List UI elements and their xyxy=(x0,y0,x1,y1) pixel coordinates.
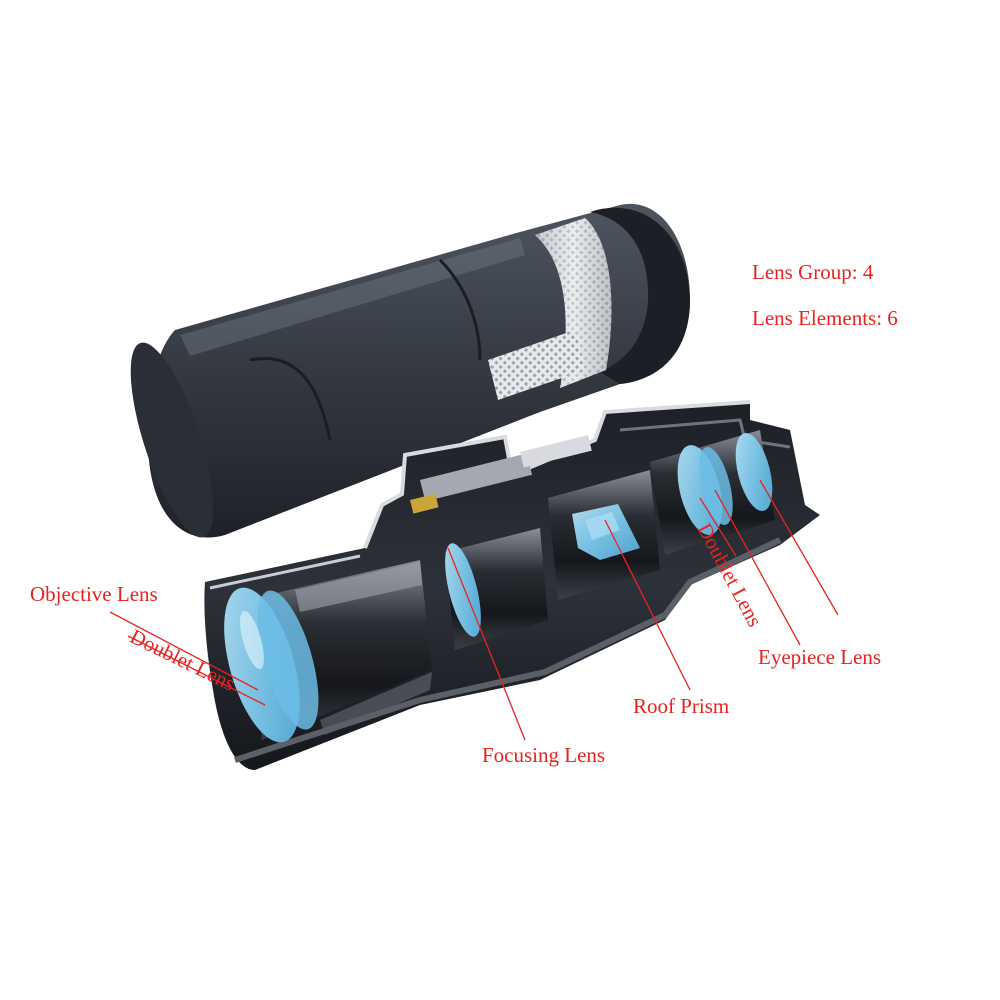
leader-focusing-lens xyxy=(447,547,526,741)
leader-eyepiece-lens-1 xyxy=(714,489,801,646)
leader-roof-prism xyxy=(604,519,691,691)
leader-lines xyxy=(109,479,839,741)
leader-doublet-lens-rear xyxy=(699,497,737,557)
leader-objective-lens xyxy=(109,611,259,691)
label-objective-lens: Objective Lens xyxy=(30,582,158,606)
spec-lens-elements: Lens Elements: 6 xyxy=(752,306,898,330)
roof-prism xyxy=(572,504,640,560)
leader-doublet-lens-front xyxy=(127,635,266,706)
label-roof-prism: Roof Prism xyxy=(633,694,730,718)
upper-body xyxy=(130,203,690,538)
leader-eyepiece-lens-2 xyxy=(759,479,839,616)
eyepiece-lens xyxy=(735,432,773,512)
label-focusing-lens: Focusing Lens xyxy=(482,743,606,767)
focusing-lens xyxy=(445,543,481,637)
label-eyepiece-lens: Eyepiece Lens xyxy=(758,645,882,669)
spec-lens-group: Lens Group: 4 xyxy=(752,260,874,284)
cutaway-body xyxy=(204,400,821,770)
objective-doublet-lens xyxy=(224,587,319,743)
eyepiece-doublet-lens xyxy=(677,445,733,535)
